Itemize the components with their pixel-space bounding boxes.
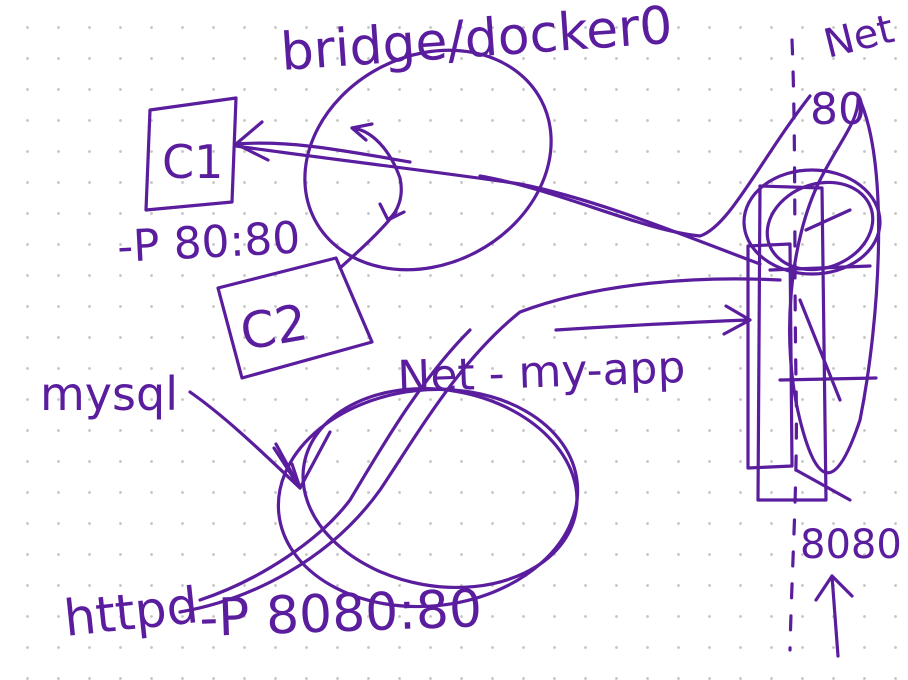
host-inner-bar <box>746 242 794 470</box>
mysql-arrow-head <box>274 430 332 490</box>
publish-httpd-label: -P 8080:80 <box>198 579 483 649</box>
bridge-label: bridge/docker0 <box>279 0 675 83</box>
port-8080-label: 8080 <box>800 522 902 568</box>
bridge-inner-arrows <box>350 122 406 222</box>
port-8080-up-arrow <box>814 574 854 658</box>
c2-link <box>338 210 398 270</box>
port-80-top-label: 80 <box>810 84 866 135</box>
host-boundary-dashed <box>788 38 798 652</box>
c2-container-box <box>216 256 374 380</box>
host-cross-lines <box>768 208 878 502</box>
c1-container-box <box>144 96 238 212</box>
myapp-network-ellipse-1 <box>276 387 580 609</box>
httpd-to-host-line <box>178 277 782 614</box>
bridge-network-ellipse <box>303 48 553 272</box>
c1-label: C1 <box>162 135 223 189</box>
c2-label: C2 <box>236 293 312 362</box>
myapp-network-ellipse-2 <box>301 386 579 590</box>
httpd-to-host-line-2 <box>198 328 472 602</box>
myapp-to-host-arrow <box>554 304 752 336</box>
publish-c1-label: -P 80:80 <box>116 212 302 273</box>
mysql-label: mysql <box>40 367 178 421</box>
bridge-to-host-line-2 <box>478 94 812 238</box>
bridge-to-host-line <box>234 144 762 266</box>
c1-arrow <box>234 120 412 164</box>
host-swirl-circle-2 <box>765 180 875 272</box>
net-right-label: Net <box>819 6 898 68</box>
net-myapp-label: Net - my-app <box>397 342 687 403</box>
mysql-arrow <box>188 390 302 490</box>
httpd-label: httpd <box>61 576 201 648</box>
host-loop <box>788 94 881 475</box>
